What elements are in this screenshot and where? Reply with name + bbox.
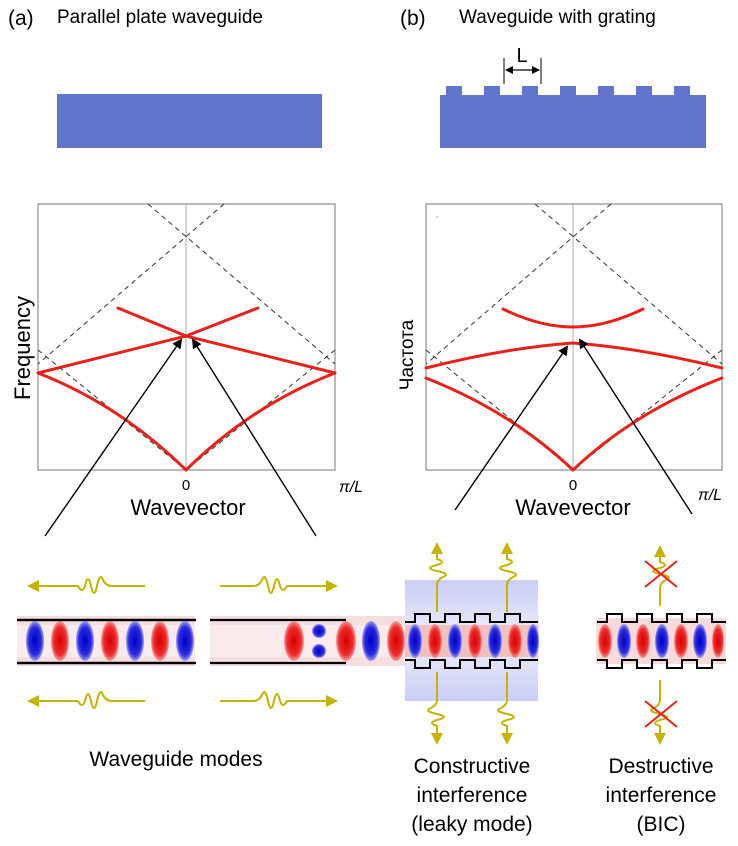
x-tick-zero-b: 0 (569, 477, 577, 494)
wave-arrow-icon (652, 545, 670, 606)
band-diagram-a: 0 π/L Wavevector Frequency (10, 203, 363, 520)
panel-b-letter: (b) (400, 7, 426, 30)
panel-b-title: Waveguide with grating (459, 7, 656, 28)
caption-destructive-line2: interference (606, 784, 717, 807)
wave-arrow-icon (27, 691, 145, 709)
band-diagram-b: 0 π/L Wavevector Частота (397, 203, 724, 520)
wave-arrow-icon (220, 691, 338, 709)
panel-a-title: Parallel plate waveguide (57, 7, 263, 28)
grating-waveguide (440, 86, 706, 148)
arrow-icon (578, 338, 693, 515)
y-axis-label-a: Frequency (10, 296, 35, 400)
wave-arrow-icon (497, 672, 515, 745)
arrow-icon (191, 338, 317, 537)
wave-arrow-icon (27, 576, 145, 594)
leaky-mode-field (405, 580, 539, 701)
arrow-icon (454, 345, 569, 511)
leaky-wave-arrows (427, 542, 517, 745)
wave-arrows-a (27, 576, 338, 709)
light-lines-a (37, 203, 336, 471)
arrow-icon (44, 338, 183, 537)
x-tick-edge-b: π/L (698, 487, 722, 504)
bands-a (36, 306, 337, 472)
caption-waveguide-modes: Waveguide modes (89, 748, 262, 771)
wave-arrow-icon (499, 542, 517, 612)
caption-constructive-line1: Constructive (414, 755, 531, 778)
mode-gap-mask (195, 610, 210, 670)
light-lines-b (425, 203, 723, 471)
wave-arrow-icon (429, 542, 447, 612)
x-tick-zero-a: 0 (182, 477, 190, 494)
x-axis-label-a: Wavevector (130, 495, 245, 520)
caption-destructive-line3: (BIC) (637, 813, 686, 836)
bic-mode-field (596, 613, 726, 669)
cross-icon (644, 560, 678, 588)
period-label: L (516, 45, 527, 67)
wave-arrow-icon (427, 672, 445, 745)
panel-a-letter: (a) (8, 7, 34, 30)
caption-constructive-line2: interference (417, 784, 528, 807)
parallel-plate-waveguide (57, 94, 322, 148)
x-axis-label-b: Wavevector (515, 495, 630, 520)
y-axis-label-b: Частота (397, 319, 418, 390)
x-tick-edge-a: π/L (339, 479, 363, 496)
bands-b (424, 307, 724, 472)
plot-frame-b (425, 203, 723, 471)
wave-arrow-icon (220, 576, 338, 594)
cross-icon (644, 700, 678, 728)
caption-destructive-line1: Destructive (608, 755, 713, 778)
caption-constructive-line3: (leaky mode) (411, 813, 532, 836)
